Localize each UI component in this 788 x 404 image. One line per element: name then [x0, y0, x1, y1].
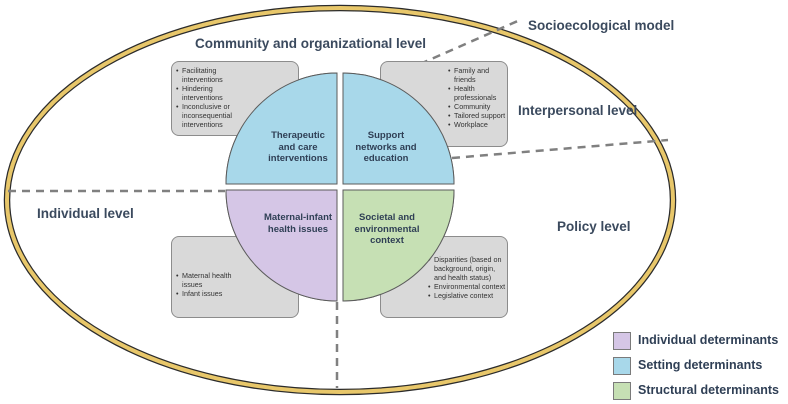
list-item: Hindering interventions: [175, 84, 235, 102]
legend-swatch-individual: [613, 332, 631, 350]
list-item: Health professionals: [447, 84, 509, 102]
list-item: Family and friends: [447, 66, 509, 84]
box-health-issues: Maternal health issues Infant issues: [171, 236, 299, 318]
level-label-interpersonal: Interpersonal level: [518, 103, 638, 118]
level-label-community: Community and organizational level: [195, 36, 427, 51]
outer-ellipse: [5, 6, 675, 394]
quadrant-label-maternal: Maternal-infant health issues: [263, 212, 333, 235]
list-item: Maternal health issues: [175, 271, 235, 289]
level-label-policy: Policy level: [557, 219, 631, 234]
quadrant-label-support: Support networks and education: [355, 130, 417, 164]
legend-label-setting: Setting determinants: [638, 358, 763, 372]
list-item: Infant issues: [175, 289, 235, 298]
box-context: Disparities (based on background, origin…: [380, 236, 508, 318]
list-item: Inconclusive or inconsequential interven…: [175, 102, 235, 129]
legend-swatch-setting: [613, 357, 631, 375]
level-label-individual: Individual level: [37, 206, 134, 221]
list-item: Tailored support: [447, 111, 509, 120]
legend-label-structural: Structural determinants: [638, 383, 780, 397]
model-title: Socioecological model: [528, 18, 675, 33]
divider-socioecological: [419, 18, 521, 66]
quadrant-label-therapeutic: Therapeutic and care interventions: [268, 130, 328, 164]
legend-label-individual: Individual determinants: [638, 333, 779, 347]
quadrant-label-societal: Societal and environmental context: [354, 212, 420, 246]
list-item: Disparities (based on background, origin…: [427, 255, 507, 282]
box-interventions: Facilitating interventions Hindering int…: [171, 61, 299, 136]
list-item: Community: [447, 102, 509, 111]
legend-swatch-structural: [613, 382, 631, 400]
list-item: Workplace: [447, 120, 509, 129]
list-item: Facilitating interventions: [175, 66, 235, 84]
outer-ellipse-outline: [3, 4, 677, 396]
list-item: Legislative context: [427, 291, 507, 300]
level-dividers: [8, 18, 669, 388]
list-item: Environmental context: [427, 282, 507, 291]
